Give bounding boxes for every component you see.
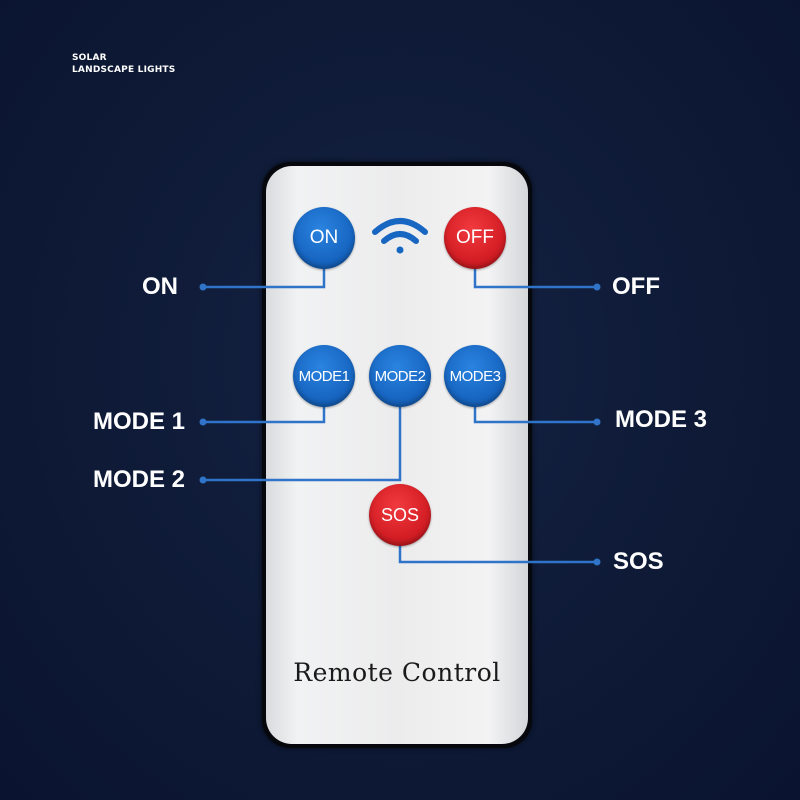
callout-mode3: MODE 3: [615, 406, 708, 433]
mode1-button-label: MODE1: [298, 367, 350, 385]
leader-dot-sos: [593, 558, 601, 566]
callout-off: OFF: [612, 273, 660, 300]
brand-line-2: LANDSCAPE LIGHTS: [72, 65, 176, 75]
leader-dot-off: [593, 283, 601, 291]
leader-dot-mode1: [199, 418, 207, 426]
sos-button[interactable]: SOS: [369, 484, 431, 546]
callout-on: ON: [142, 273, 178, 300]
callout-sos: SOS: [613, 548, 664, 575]
leader-dot-mode3: [593, 418, 601, 426]
callout-mode1: MODE 1: [93, 408, 186, 435]
brand-line-1: SOLAR: [72, 53, 107, 63]
brand-title: SOLAR LANDSCAPE LIGHTS: [72, 52, 175, 76]
mode3-button-label: MODE3: [449, 367, 501, 385]
on-button[interactable]: ON: [293, 207, 355, 269]
callout-mode2: MODE 2: [93, 466, 186, 493]
off-button-label: OFF: [456, 227, 494, 248]
remote-label: Remote Control: [293, 658, 501, 687]
mode1-button[interactable]: MODE1: [293, 345, 355, 407]
on-button-label: ON: [309, 227, 339, 248]
mode2-button-label: MODE2: [374, 367, 426, 385]
sos-button-label: SOS: [380, 504, 419, 525]
mode3-button[interactable]: MODE3: [444, 345, 506, 407]
leader-dot-mode2: [199, 476, 207, 484]
off-button[interactable]: OFF: [444, 207, 506, 269]
leader-dot-on: [199, 283, 207, 291]
mode2-button[interactable]: MODE2: [369, 345, 431, 407]
